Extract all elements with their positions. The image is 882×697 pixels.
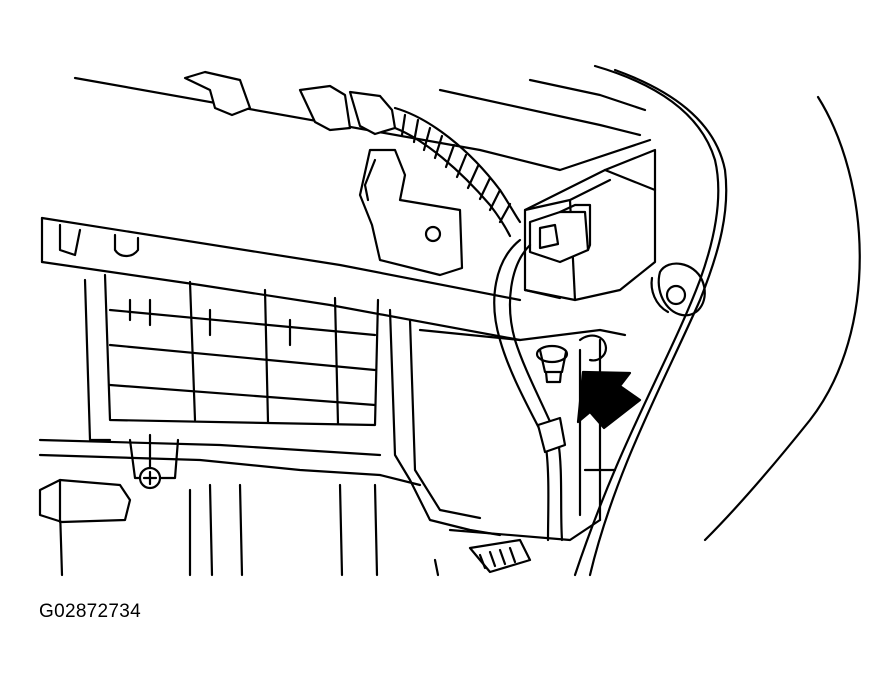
control-module <box>523 148 657 302</box>
corrugated-wire-harness <box>393 106 522 238</box>
grommet-hole <box>665 284 687 306</box>
filter-grille <box>83 273 380 442</box>
mounting-bracket <box>358 148 464 277</box>
lower-left-clip <box>38 433 180 524</box>
outer-trim-panel <box>573 64 861 577</box>
wire-connector-bottom <box>468 538 532 574</box>
figure-id-label: G02872734 <box>39 601 142 622</box>
ground-wire <box>493 238 567 542</box>
grommet <box>650 262 706 317</box>
pointer-arrow <box>576 370 642 430</box>
lower-housing <box>38 308 627 577</box>
ground-bolt <box>535 334 608 384</box>
bracket-hole <box>424 225 442 243</box>
upper-housing <box>73 70 652 172</box>
